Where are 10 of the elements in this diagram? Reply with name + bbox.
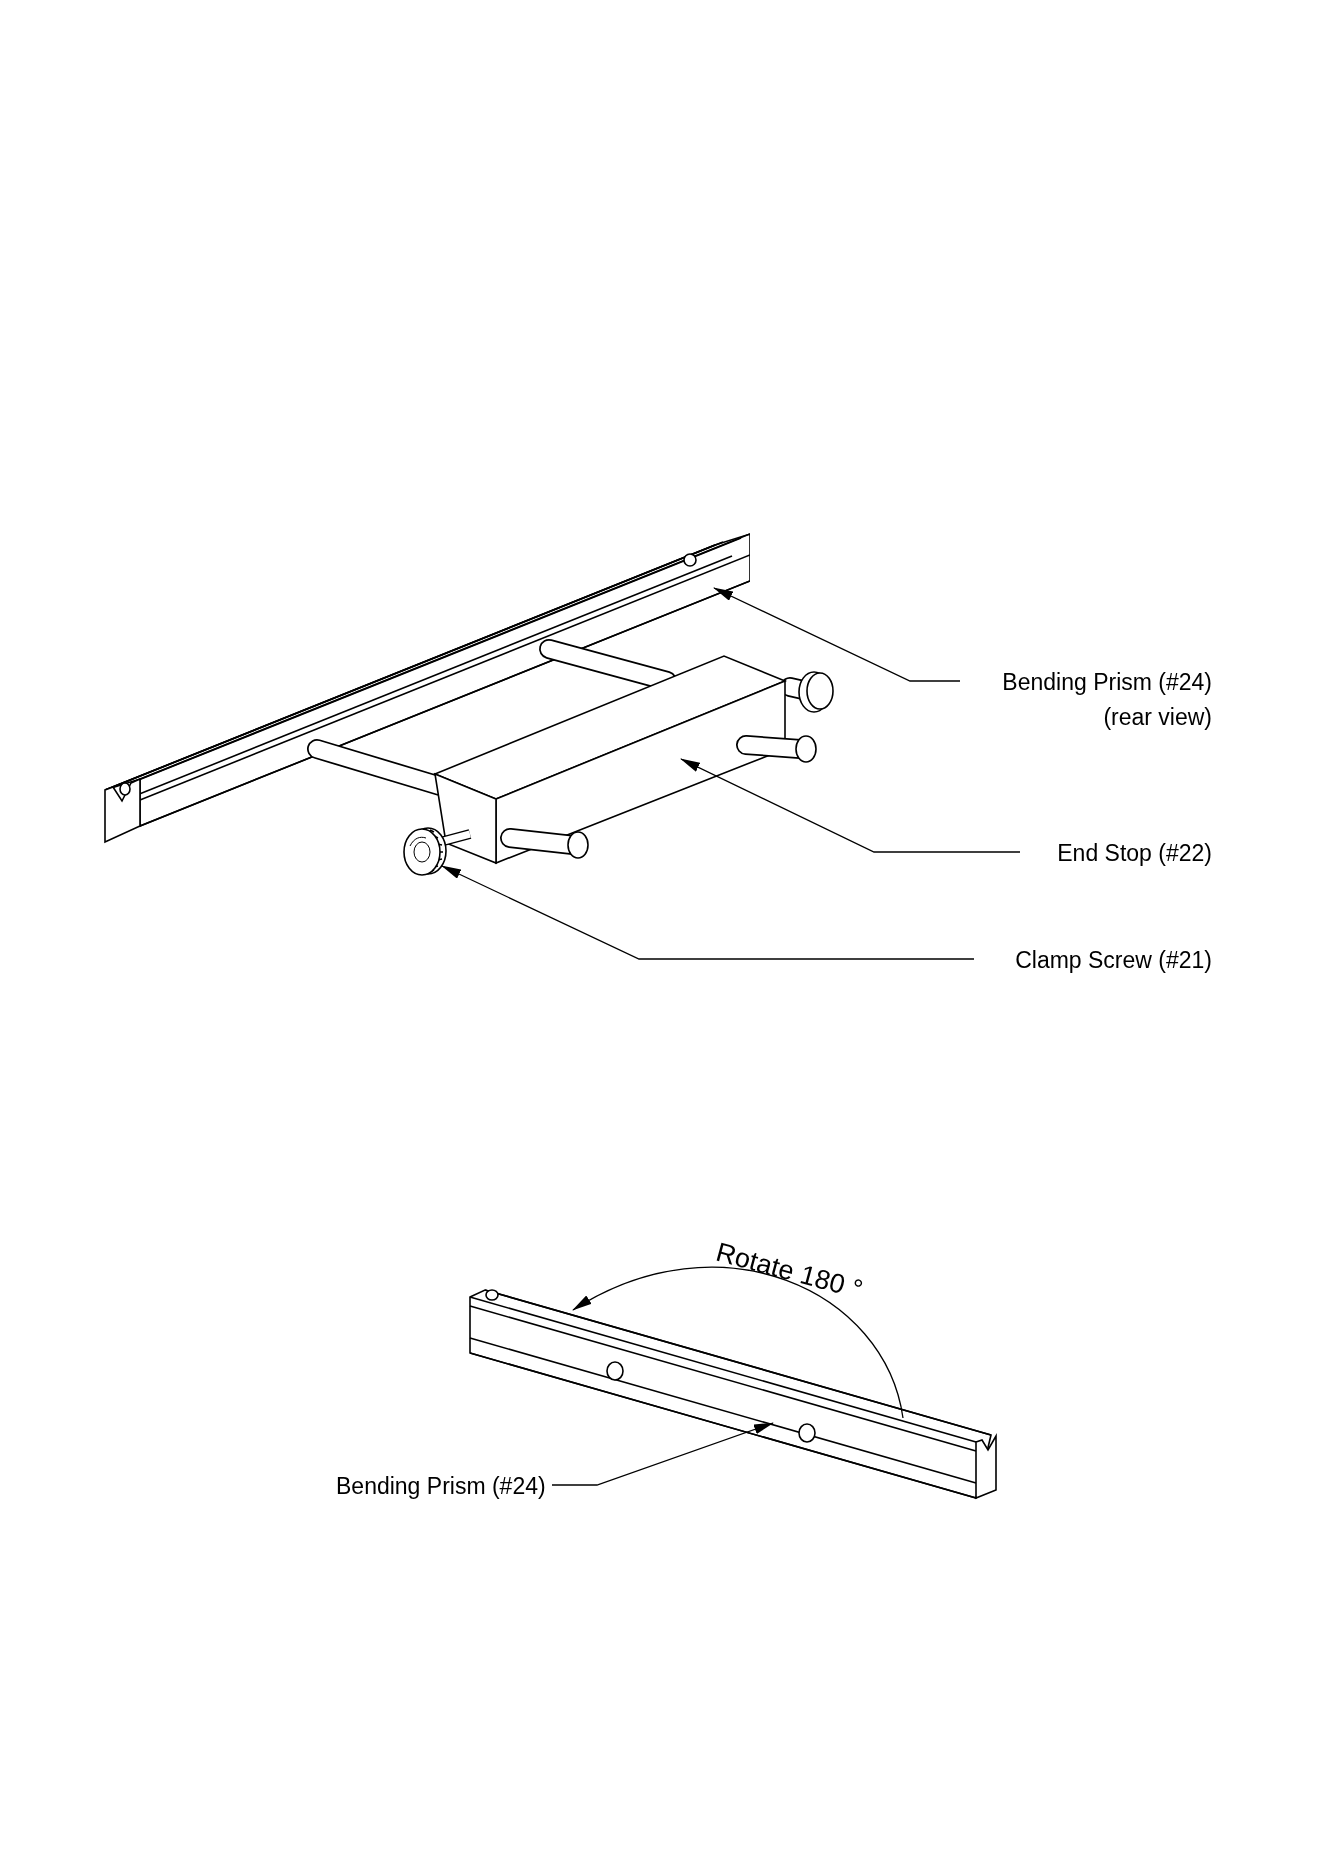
part-label: Clamp Screw (#21) xyxy=(1015,946,1212,975)
part-label: Bending Prism (#24) xyxy=(336,1472,546,1501)
leader-line xyxy=(551,1422,774,1486)
part-label: End Stop (#22) xyxy=(1057,839,1212,868)
leader-line xyxy=(713,587,961,682)
leader-line xyxy=(680,758,1021,853)
part-label: Bending Prism (#24) xyxy=(1002,668,1212,697)
part-label: (rear view) xyxy=(1103,703,1212,732)
rotation-label: Rotate 180 ° xyxy=(711,1235,867,1307)
leader-line xyxy=(441,865,975,960)
